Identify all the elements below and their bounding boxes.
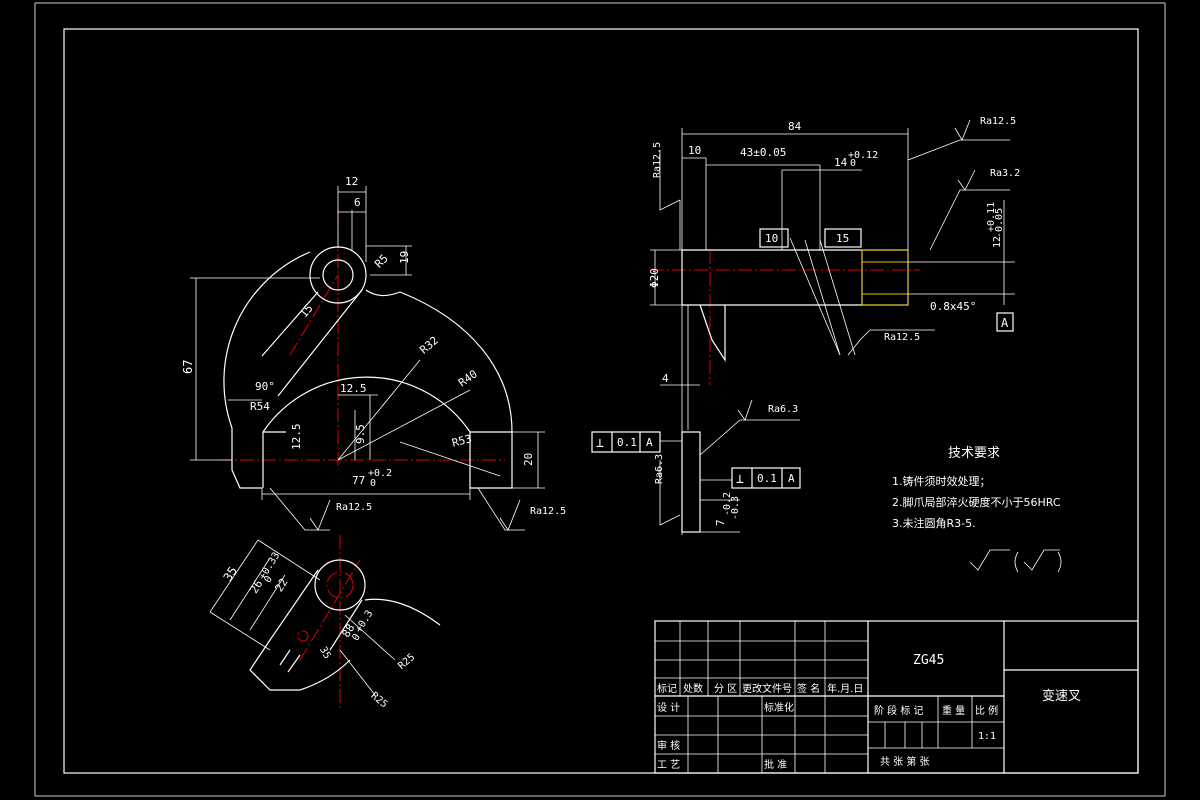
tb-label-count: 处数	[683, 682, 703, 695]
material: ZG45	[913, 653, 944, 668]
roughness-side-lower: Ra12.5	[884, 332, 920, 343]
dim-12: 12	[992, 236, 1003, 248]
tb-label-change-doc: 更改文件号	[742, 682, 792, 695]
inner-border	[63, 28, 1139, 774]
front-view: 12 6 19 R5 15 R32 R40 67 90° R54 12.5 9.…	[181, 175, 566, 531]
tb-scale-label: 比 例	[975, 704, 998, 717]
dim-67: 67	[181, 360, 195, 374]
datum-a: A	[1001, 316, 1009, 330]
dim-15: 15	[297, 302, 315, 321]
tol-left-value: 0.1	[617, 436, 637, 449]
dim-r25-b: R25	[368, 690, 389, 710]
tb-weight: 重 量	[942, 704, 965, 717]
part-name: 变速叉	[1042, 688, 1081, 704]
dim-84: 84	[788, 120, 802, 133]
dim-6: 6	[354, 196, 361, 209]
dim-7: 7	[714, 519, 727, 526]
tol-left-datum: A	[646, 436, 653, 449]
dim-77-tol-lower: 0	[370, 478, 376, 489]
tb-review: 审 核	[657, 739, 680, 752]
dim-26: 26	[247, 578, 265, 596]
dim-15-box: 15	[836, 232, 849, 245]
tb-stage: 阶 段 标 记	[874, 704, 924, 717]
dim-90-deg: 90°	[255, 380, 275, 393]
tech-req-item-1: 1.铸件须时效处理；	[892, 474, 991, 488]
tb-approve: 批 准	[764, 758, 787, 771]
dim-4: 4	[662, 372, 669, 385]
technical-requirements: 技术要求 1.铸件须时效处理； 2.脚爪局部淬火硬度不小于56HRC 3.未注圆…	[892, 446, 1062, 573]
tech-req-item-2: 2.脚爪局部淬火硬度不小于56HRC	[892, 495, 1061, 509]
tb-label-mark: 标记	[657, 683, 677, 695]
dim-r40: R40	[456, 367, 480, 389]
tb-label-date: 年.月.日	[827, 682, 863, 695]
dim-r5: R5	[372, 252, 391, 271]
dim-10-top: 10	[688, 144, 701, 157]
roughness-side-left-vert: Ra12.5	[652, 142, 663, 178]
dim-12-tol-lower: -0.05	[994, 208, 1005, 238]
dim-12-5-left: 12.5	[290, 424, 303, 451]
title-block: ZG45 变速叉 标记 处数 分 区 更改文件号 签 名 年.月.日 设 计 标…	[654, 620, 1139, 774]
dim-r54: R54	[250, 400, 270, 413]
dim-19: 19	[398, 251, 411, 264]
dim-26-tol-lower: 0	[262, 574, 275, 585]
roughness-side-small: Ra6.3	[768, 404, 798, 415]
dim-14-tol-upper: +0.12	[848, 150, 878, 161]
section-view: 35 26 +0.33 0 22 88 +0.3 0 R25 R25 35	[209, 535, 441, 710]
tol-right-datum: A	[788, 472, 795, 485]
tb-design: 设 计	[657, 701, 680, 714]
dim-77-tol-upper: +0.2	[368, 468, 392, 479]
tb-standardize: 标准化	[764, 701, 794, 714]
dim-10-box: 10	[765, 232, 778, 245]
outer-border	[34, 2, 1166, 797]
dim-12-tol-upper: +0.11	[986, 202, 997, 232]
dim-12: 12	[345, 175, 358, 188]
tol-right-symbol: ⊥	[736, 472, 744, 487]
roughness-front-right: Ra12.5	[530, 506, 566, 517]
roughness-default-symbol	[969, 549, 1010, 571]
tb-scale: 1:1	[978, 731, 996, 742]
dim-88-tol-lower: 0	[350, 632, 363, 643]
dim-r32: R32	[417, 334, 441, 357]
dim-12-5-top: 12.5	[340, 382, 367, 395]
tol-right-value: 0.1	[757, 472, 777, 485]
dim-88: 88	[339, 622, 357, 640]
dim-7-tol-lower: -0.3	[730, 496, 741, 520]
dim-14: 14	[834, 156, 848, 169]
roughness-front-left: Ra12.5	[336, 502, 372, 513]
tech-req-item-3: 3.未注圆角R3-5.	[892, 516, 976, 530]
dim-88-tol-upper: +0.3	[353, 609, 375, 635]
dim-43: 43±0.05	[740, 146, 786, 159]
roughness-side-right-mid: Ra3.2	[990, 168, 1020, 179]
tb-label-zone: 分 区	[714, 683, 737, 695]
dim-77: 77	[352, 474, 365, 487]
tol-left-symbol: ⊥	[596, 436, 604, 451]
tb-label-sign: 签 名	[797, 682, 820, 695]
dim-r25-a: R25	[396, 652, 417, 672]
tb-sheets: 共 张 第 张	[880, 755, 930, 768]
dim-14-tol-lower: 0	[850, 158, 856, 169]
side-view: 84 10 43±0.05 14 +0.12 0 10 15 Φ20 4 0.8…	[591, 116, 1020, 535]
dim-35-b: 35	[317, 645, 333, 661]
dim-35: 35	[221, 564, 241, 584]
dim-phi20: Φ20	[648, 268, 661, 288]
tb-process: 工 艺	[657, 759, 680, 771]
dim-9-5: 9.5	[354, 424, 367, 444]
dim-7-tol-upper: -0.2	[722, 492, 733, 516]
dim-r53: R53	[451, 432, 474, 450]
roughness-side-bottom-vert: Ra6.3	[654, 454, 665, 484]
roughness-side-top-right: Ra12.5	[980, 116, 1016, 127]
dim-22: 22	[272, 576, 290, 594]
dim-chamfer: 0.8x45°	[930, 300, 976, 313]
dim-20: 20	[522, 453, 535, 466]
tech-req-title: 技术要求	[948, 446, 1000, 461]
